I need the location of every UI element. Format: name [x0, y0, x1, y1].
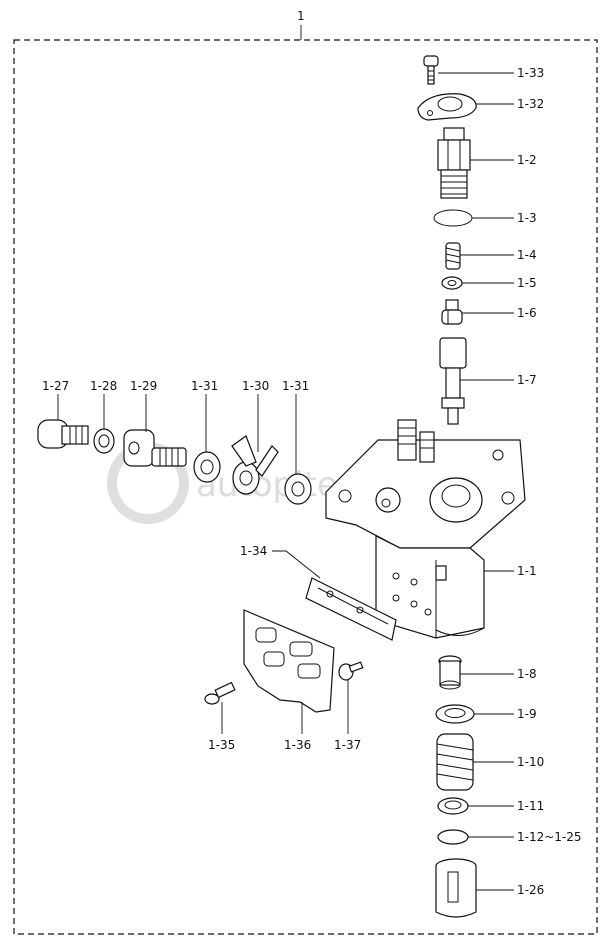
part-pump-housing-1-1[interactable]: [325, 419, 526, 639]
part-fitting-1-29[interactable]: [123, 429, 187, 467]
part-plunger-spring-1-10[interactable]: [436, 733, 474, 791]
part-spring-1-4[interactable]: [445, 242, 461, 270]
part-washer-1-5[interactable]: [441, 276, 463, 290]
callout-1-10: 1-10: [517, 755, 544, 769]
callout-1-28: 1-28: [90, 379, 117, 393]
part-spring-seat-1-9[interactable]: [435, 704, 475, 724]
assembly-boundary: [13, 39, 598, 935]
callout-1-31a: 1-31: [191, 379, 218, 393]
part-bolt-1-27[interactable]: [37, 419, 89, 449]
callout-1-7: 1-7: [517, 373, 537, 387]
part-washer-1-31a[interactable]: [193, 451, 221, 483]
callout-1-30: 1-30: [242, 379, 269, 393]
callout-1-8: 1-8: [517, 667, 537, 681]
callout-1-2: 1-2: [517, 153, 537, 167]
callout-1-3: 1-3: [517, 211, 537, 225]
callout-1-4: 1-4: [517, 248, 537, 262]
callout-1-11: 1-11: [517, 799, 544, 813]
part-lock-plate-1-32[interactable]: [417, 93, 477, 121]
part-shims-1-12-to-1-25[interactable]: [437, 829, 469, 845]
callout-1-35: 1-35: [208, 738, 235, 752]
part-washer-1-31b[interactable]: [284, 473, 312, 505]
part-tappet-1-26[interactable]: [435, 858, 477, 918]
assembly-label: 1: [297, 9, 305, 23]
part-rack-1-34[interactable]: [305, 577, 397, 641]
callout-1-29: 1-29: [130, 379, 157, 393]
callout-1-33: 1-33: [517, 66, 544, 80]
callout-1-32: 1-32: [517, 97, 544, 111]
callout-1-1: 1-1: [517, 564, 537, 578]
callout-1-34: 1-34: [240, 544, 267, 558]
part-screw-1-33[interactable]: [423, 55, 439, 85]
part-delivery-valve-1-6[interactable]: [441, 299, 463, 325]
part-banjo-fitting-1-30[interactable]: [231, 435, 279, 495]
part-washer-1-28[interactable]: [93, 428, 115, 454]
part-tappet-guide-1-8[interactable]: [438, 655, 462, 690]
callout-1-26: 1-26: [517, 883, 544, 897]
callout-1-12-to-1-25: 1-12~1-25: [517, 830, 582, 844]
callout-1-5: 1-5: [517, 276, 537, 290]
part-lower-seat-1-11[interactable]: [437, 797, 469, 815]
callout-1-36: 1-36: [284, 738, 311, 752]
part-plunger-1-7[interactable]: [439, 337, 467, 425]
callout-1-6: 1-6: [517, 306, 537, 320]
callout-1-31b: 1-31: [282, 379, 309, 393]
part-pin-1-37[interactable]: [338, 661, 364, 681]
part-delivery-valve-holder-1-2[interactable]: [437, 127, 471, 199]
callout-1-9: 1-9: [517, 707, 537, 721]
part-o-ring-1-3[interactable]: [433, 209, 473, 227]
leader-lines: [57, 72, 514, 891]
callout-1-37: 1-37: [334, 738, 361, 752]
part-gasket-1-36[interactable]: [243, 609, 335, 713]
callout-1-27: 1-27: [42, 379, 69, 393]
part-screw-1-35[interactable]: [204, 681, 236, 705]
